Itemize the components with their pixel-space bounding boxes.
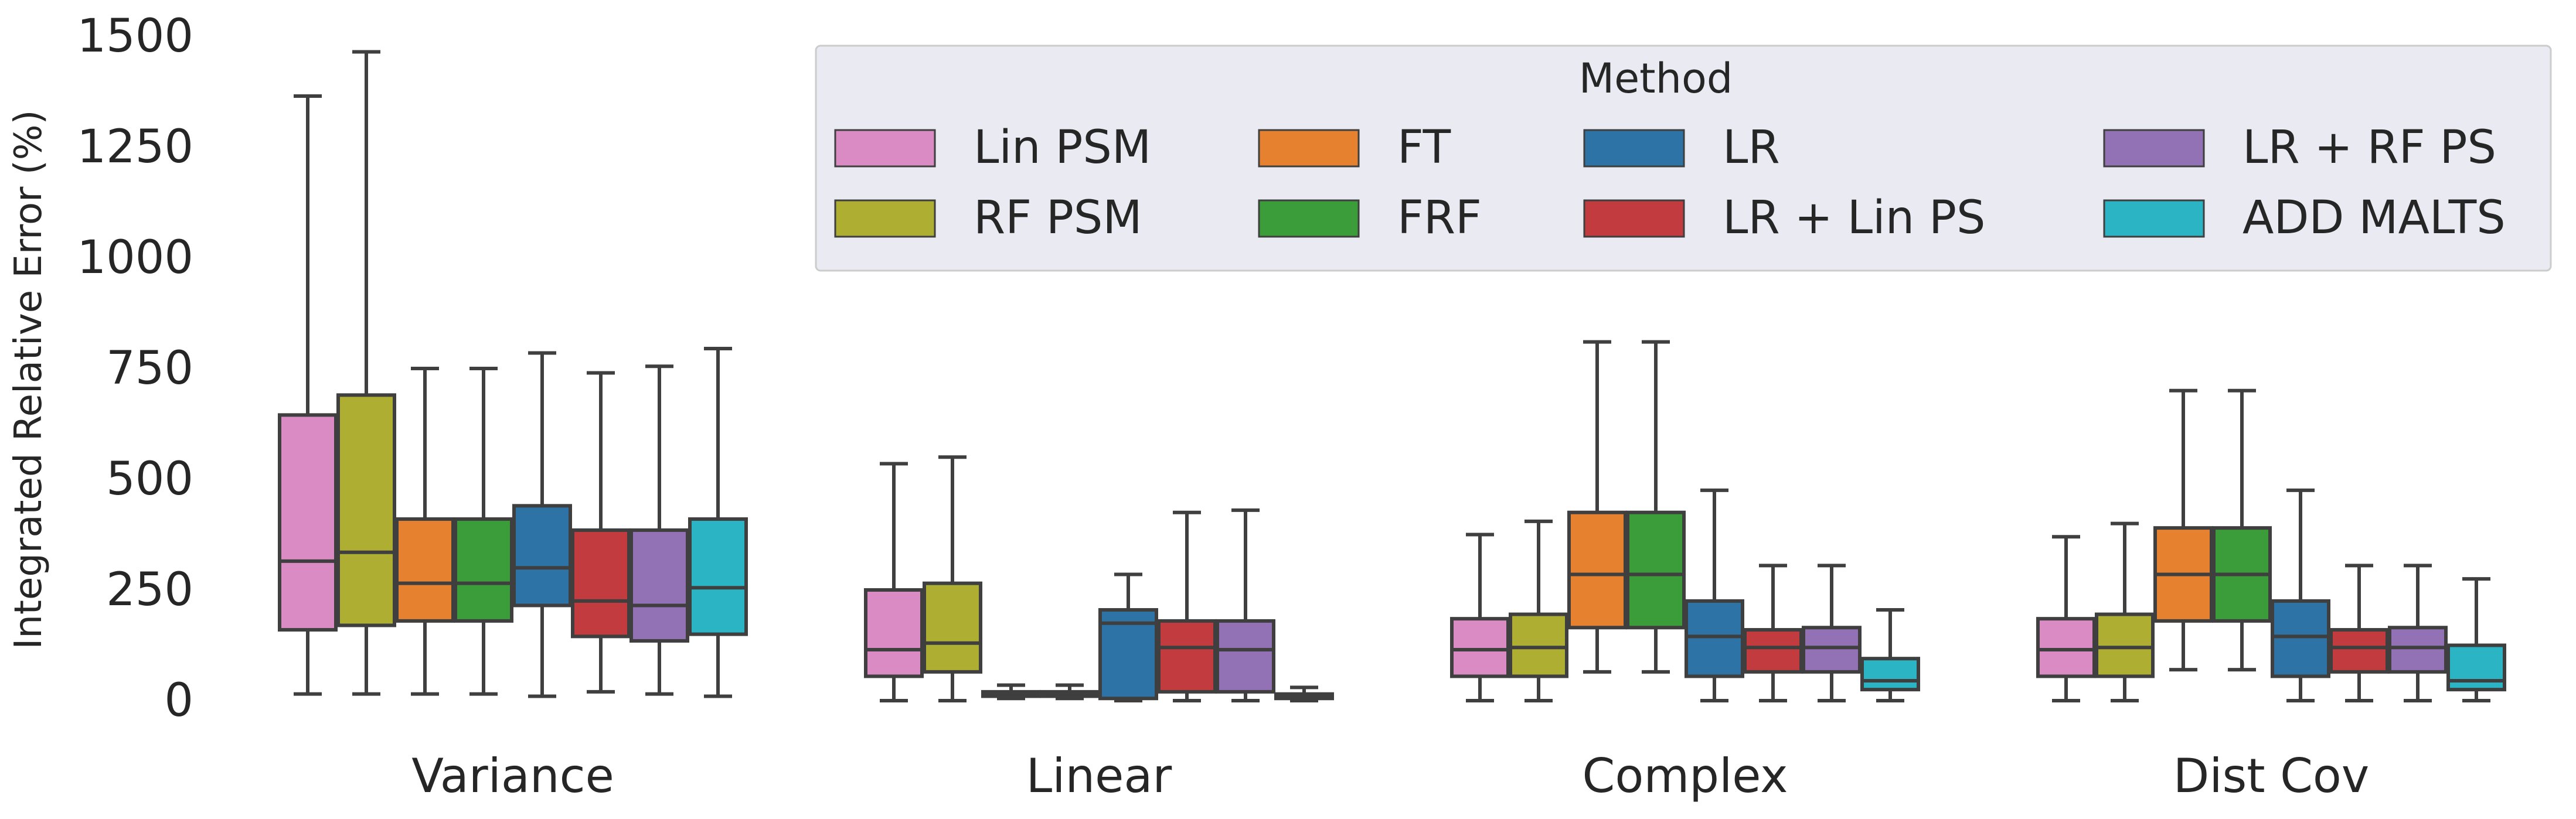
iqr-box [1860,657,1920,692]
iqr-box [571,528,631,639]
legend-title: Method [1579,54,1733,103]
box-frf [2212,388,2272,672]
iqr-box [923,581,982,674]
box-frf [1040,683,1100,701]
y-tick-label: 250 [106,564,193,616]
y-tick-label: 0 [164,674,193,727]
box-ft [395,367,455,696]
iqr-box [1685,599,1744,678]
iqr-box [688,517,748,636]
legend-items: Lin PSM RF PSM FT FRF LR LR + Lin PS LR + RF P… [834,121,2506,244]
legend-swatch [2103,199,2205,238]
iqr-box [629,528,689,643]
y-axis-label: Integrated Relative Error (%) [7,110,50,649]
iqr-box [336,393,396,627]
legend-swatch [1258,199,1360,238]
legend-label: Lin PSM [974,121,1151,174]
box-lr-lin-ps [571,371,631,694]
box-lin-psm [278,94,338,696]
box-add-malts [1274,685,1334,702]
legend-label: LR + RF PS [2242,121,2496,174]
y-tick-label: 1000 [77,231,193,284]
box-lin-psm [1450,533,1510,702]
iqr-box [2036,617,2096,678]
box-lin-psm [864,462,924,702]
box-ft [981,683,1041,701]
legend: Method Lin PSM RF PSM FT FRF LR LR + Lin PS LR… [815,45,2552,272]
iqr-box [2095,612,2155,678]
legend-label: FRF [1397,192,1482,244]
x-tick-label: Linear [1026,749,1172,803]
box-rf-psm [2095,521,2155,702]
box-lr-rf-ps [1802,564,1862,702]
y-tick-label: 750 [106,342,193,395]
iqr-box [1626,510,1686,630]
box-ft [1567,340,1627,674]
legend-label: LR [1723,121,1780,174]
box-lr [1685,488,1744,702]
legend-label: FT [1397,121,1451,174]
legend-swatch [834,129,936,168]
iqr-box [1216,619,1275,694]
box-lr-rf-ps [629,364,689,696]
box-frf [1626,340,1686,674]
box-lr [2271,488,2330,702]
box-ft [2153,388,2213,672]
iqr-box [512,504,572,608]
iqr-box [2446,643,2506,692]
legend-swatch [1583,129,1685,168]
y-tick-label: 1500 [77,10,193,63]
box-add-malts [688,346,748,698]
box-lr-lin-ps [1157,510,1217,702]
boxes-layer [278,50,2506,702]
legend-swatch [2103,129,2205,168]
iqr-box [395,517,455,623]
iqr-box [278,413,338,632]
box-rf-psm [923,455,982,702]
box-frf [454,367,513,696]
legend-label: RF PSM [974,192,1142,244]
legend-label: LR + Lin PS [1723,192,1986,244]
box-add-malts [2446,577,2506,702]
box-lr-rf-ps [2388,564,2448,702]
legend-swatch [1583,199,1685,238]
box-lr [512,351,572,698]
iqr-box [1509,612,1568,678]
box-lin-psm [2036,535,2096,702]
iqr-box [2388,626,2448,674]
iqr-box [2271,599,2330,678]
box-rf-psm [336,50,396,696]
legend-swatch [834,199,936,238]
iqr-box [1157,619,1217,694]
iqr-box [1802,626,1862,674]
x-tick-label: Variance [411,749,614,803]
x-tick-label: Complex [1583,749,1788,803]
iqr-box [1743,628,1803,674]
iqr-box [864,588,924,678]
iqr-box [1567,510,1627,630]
iqr-box [2329,628,2389,674]
box-lr-rf-ps [1216,508,1275,702]
y-tick-label: 500 [106,453,193,506]
box-lr-lin-ps [2329,564,2389,702]
x-axis: Variance Linear Complex Dist Cov [411,749,2369,803]
iqr-box [454,517,513,623]
legend-label: ADD MALTS [2242,192,2506,244]
iqr-box [1450,617,1510,678]
box-rf-psm [1509,519,1568,702]
legend-swatch [1258,129,1360,168]
box-lr-lin-ps [1743,564,1803,702]
y-axis: 0 250 500 750 1000 1250 1500 [77,10,193,727]
box-add-malts [1860,608,1920,702]
x-tick-label: Dist Cov [2173,749,2369,803]
y-tick-label: 1250 [77,121,193,173]
box-lr [1098,572,1158,702]
